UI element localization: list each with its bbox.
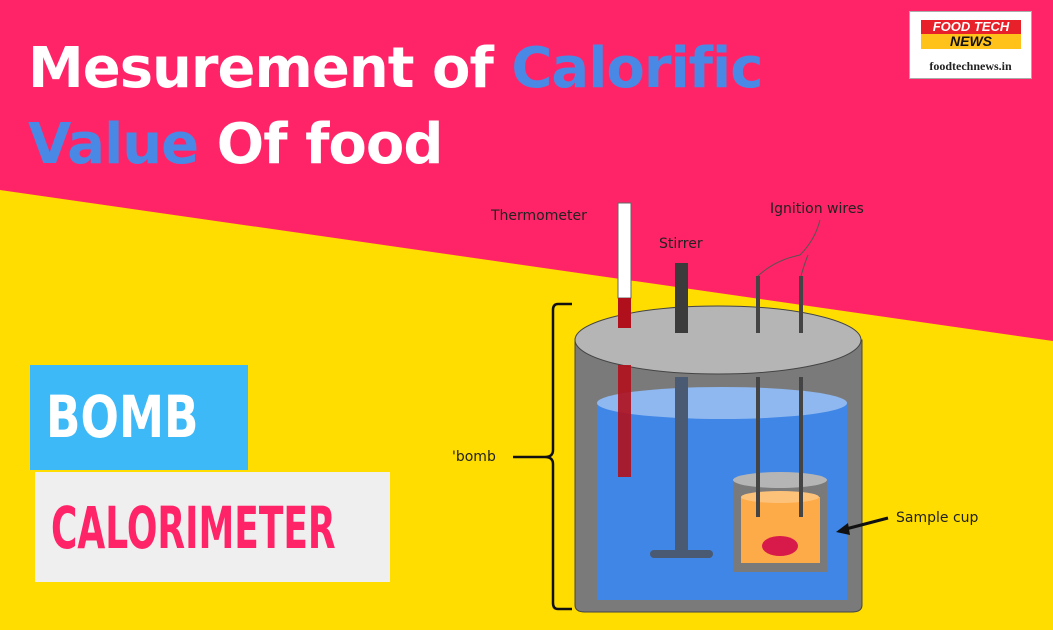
thermometer-lower: [618, 365, 631, 477]
label-bomb: 'bomb: [452, 449, 496, 465]
label-stirrer: Stirrer: [659, 236, 703, 252]
lid: [574, 305, 862, 375]
label-sample-cup: Sample cup: [896, 510, 979, 526]
logo-site: foodtechnews.in: [929, 59, 1012, 73]
stirrer-paddle: [650, 550, 713, 558]
title-highlight: Calorific: [511, 36, 763, 101]
wire-leads: [757, 219, 821, 277]
food-tech-news-logo: FOOD TECH NEWS foodtechnews.in: [909, 11, 1032, 79]
sample-surface: [741, 491, 819, 503]
bomb-badge: BOMB: [30, 365, 248, 470]
calorimeter-badge: CALORIMETER: [35, 472, 390, 582]
food-sample: [762, 536, 798, 556]
logo-line-1: FOOD TECH: [921, 20, 1021, 34]
thermometer-column: [618, 298, 631, 328]
bracket: [544, 302, 572, 611]
label-thermometer: Thermometer: [491, 208, 587, 224]
title-text: Mesurement of: [28, 36, 512, 101]
stirrer-rod: [675, 377, 688, 555]
arrow-head-icon: [836, 523, 850, 535]
calorimeter-text: CALORIMETER: [51, 494, 336, 562]
ignition-wire: [756, 276, 760, 333]
ignition-wire: [799, 276, 803, 333]
bomb-text: BOMB: [46, 383, 199, 451]
title-text: Of food: [198, 112, 444, 177]
stirrer-rod-top: [675, 263, 688, 333]
ignition-wire: [756, 377, 760, 517]
title-highlight: Value: [28, 112, 199, 177]
title-line-1: Mesurement of Calorific: [28, 36, 763, 101]
water-surface: [597, 387, 847, 419]
sample-cup-arrow: [841, 516, 889, 532]
logo-line-2: NEWS: [921, 34, 1021, 49]
title-line-2: Value Of food: [28, 112, 444, 177]
ignition-wire: [799, 377, 803, 517]
sample-cup-rim: [733, 472, 827, 488]
thermometer-top: [617, 202, 632, 299]
label-ignition-wires: Ignition wires: [770, 201, 864, 217]
pink-band: [0, 0, 1053, 341]
